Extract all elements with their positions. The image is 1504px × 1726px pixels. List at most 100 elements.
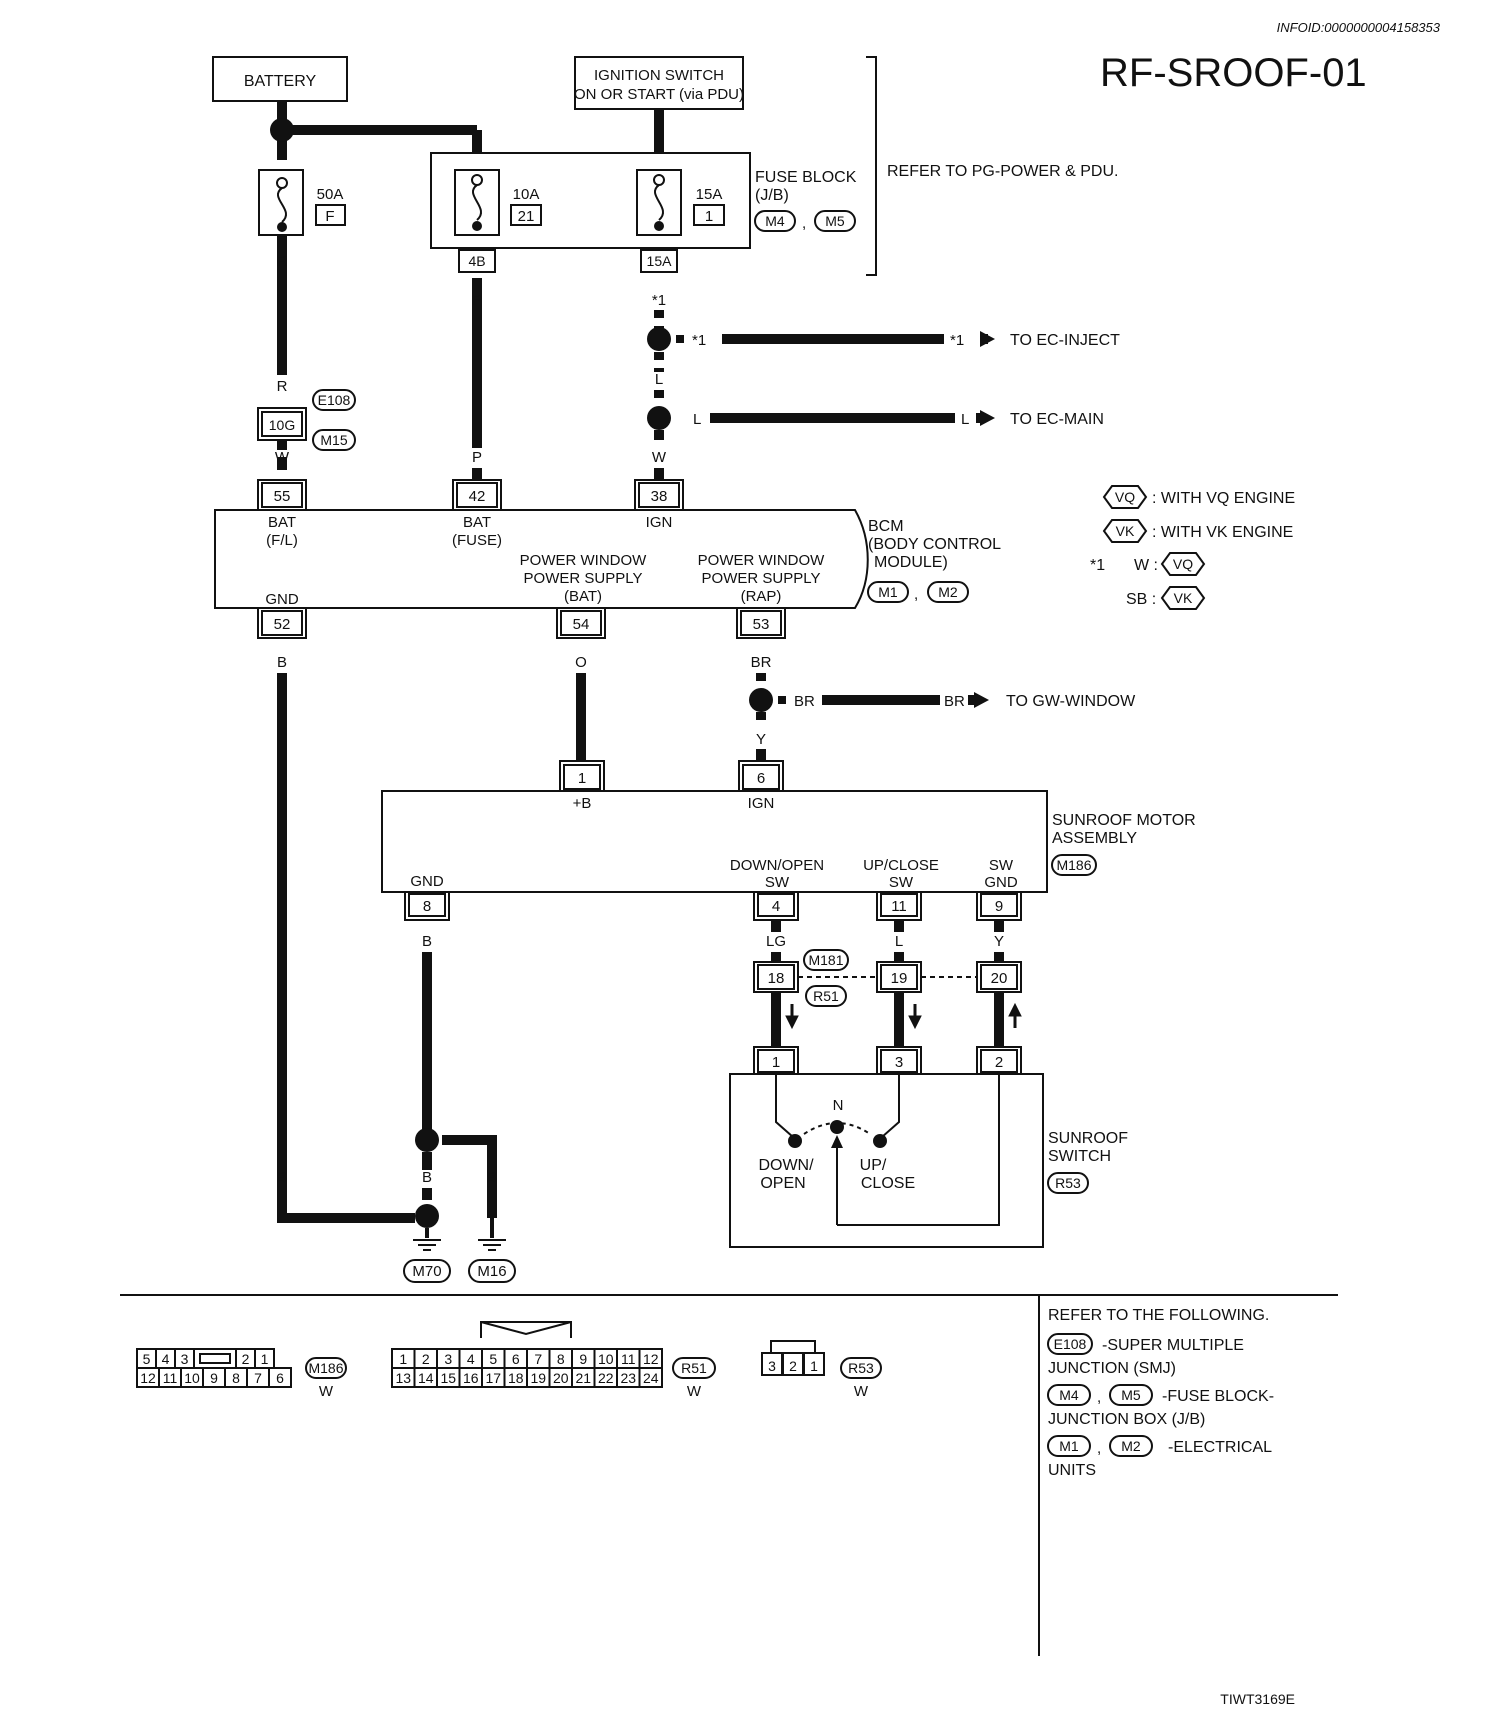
fuse-terminal-4b: 4B — [468, 253, 485, 269]
r51-pin-12: 12 — [643, 1351, 659, 1367]
bcm-pin-53: 53 — [753, 616, 770, 633]
bcm-gnd: GND — [265, 591, 299, 608]
bcm-pin-55: 55 — [274, 488, 291, 505]
motor-up-close-line1: UP/CLOSE — [863, 857, 939, 874]
legend-vk-text: : WITH VK ENGINE — [1152, 524, 1293, 541]
wire-label-b-left: B — [277, 1169, 287, 1186]
r51-pin-2: 2 — [422, 1351, 430, 1367]
reference-m5: M5 — [1121, 1387, 1141, 1403]
fuse-10a-amp: 10A — [513, 186, 540, 203]
legend-vq-text: : WITH VQ ENGINE — [1152, 490, 1295, 507]
reference-heading: REFER TO THE FOLLOWING. — [1048, 1307, 1269, 1324]
switch-name-line2: SWITCH — [1048, 1148, 1111, 1165]
bcm-pw-bat-line2: POWER SUPPLY — [524, 570, 643, 587]
bcm-bat-fl-line2: (F/L) — [266, 532, 298, 549]
mid-pin-18: 18 — [768, 970, 785, 987]
bcm-conn-m1: M1 — [878, 584, 898, 600]
bcm-bat-fuse-line2: (FUSE) — [452, 532, 502, 549]
branch-ec-inject: TO EC-INJECT — [1010, 332, 1120, 349]
wire-label-p-bat: P — [472, 449, 482, 466]
wire-label-b-motor: B — [422, 933, 432, 950]
junction-conn-e108: E108 — [318, 392, 351, 408]
switch-pin-3: 3 — [895, 1054, 903, 1071]
wire-label-br-gw-b: BR — [944, 693, 965, 710]
wire-label-l-mid: L — [655, 371, 663, 388]
motor-pins-top: 1 6 — [559, 760, 784, 792]
motor-pin-11: 11 — [891, 898, 907, 915]
bcm-pw-rap-line1: POWER WINDOW — [698, 552, 825, 569]
r51-pin-13: 13 — [395, 1370, 411, 1386]
power-wires — [277, 101, 664, 470]
m186-pin-4: 4 — [162, 1351, 170, 1367]
m186-pin-11: 11 — [163, 1370, 178, 1386]
switch-name-line1: SUNROOF — [1048, 1130, 1128, 1147]
legend-sb-tag: VK — [1174, 590, 1193, 606]
info-id: INFOID:0000000004158353 — [1277, 20, 1441, 35]
r51-pin-7: 7 — [534, 1351, 542, 1367]
reference-m4m5-separator: , — [1097, 1389, 1101, 1406]
battery-label: BATTERY — [244, 73, 317, 90]
wire-label-p-top: P — [472, 292, 482, 309]
motor-up-close-line2: SW — [889, 874, 914, 891]
reference-m1: M1 — [1059, 1438, 1079, 1454]
bcm-pw-bat-line3: (BAT) — [564, 588, 602, 605]
r51-pin-24-cell — [638, 1367, 663, 1388]
wire-label-star1-inject-a: *1 — [692, 332, 706, 349]
m186-pin-10: 10 — [184, 1370, 200, 1386]
m186-pin-9: 9 — [210, 1370, 218, 1386]
refer-pg-power: REFER TO PG-POWER & PDU. — [887, 163, 1118, 180]
junction-pin-10g: 10G — [269, 417, 295, 433]
r51-pin-24: 24 — [643, 1370, 659, 1386]
r51-pin-18: 18 — [508, 1370, 524, 1386]
ec-main-splice — [647, 406, 671, 430]
sunroof-switch: N DOWN/ OPEN UP/ CLOSE — [729, 1073, 1044, 1248]
motor-down-open-line1: DOWN/OPEN — [730, 857, 824, 874]
fuse-block-label-line2: (J/B) — [755, 187, 789, 204]
m186-pin-6-cell — [268, 1367, 292, 1388]
r51-pin-10: 10 — [598, 1351, 614, 1367]
r51-pin-3: 3 — [444, 1351, 452, 1367]
r51-pin-8: 8 — [557, 1351, 565, 1367]
fuse-50a-amp: 50A — [317, 186, 344, 203]
connector-view-r51-latch — [480, 1321, 572, 1338]
m186-pin-5: 5 — [143, 1351, 151, 1367]
bcm-pin-52: 52 — [274, 616, 291, 633]
mid-conn-m181: M181 — [808, 952, 843, 968]
fuse-15a-id: 1 — [705, 208, 713, 225]
wire-label-l-sw: L — [895, 933, 903, 950]
wire-label-l-ec-main-a: L — [693, 411, 701, 428]
bcm-conn-m2: M2 — [938, 584, 958, 600]
mid-pin-20: 20 — [991, 970, 1008, 987]
fuse-block-conn-m5: M5 — [825, 213, 845, 229]
fuse-block-label-line1: FUSE BLOCK — [755, 169, 857, 186]
m186-pin-3: 3 — [181, 1351, 189, 1367]
legend-sb-label: SB : — [1126, 591, 1156, 608]
wire-label-br-gw-a: BR — [794, 693, 815, 710]
figure-code: TIWT3169E — [1220, 1691, 1295, 1707]
wire-label-br-top: BR — [751, 654, 772, 671]
wire-label-o: O — [575, 654, 587, 671]
reference-e108-line1: -SUPER MULTIPLE — [1102, 1337, 1244, 1354]
r51-pin-4: 4 — [467, 1351, 475, 1367]
motor-pin-8: 8 — [423, 898, 431, 915]
bcm-pw-rap-line2: POWER SUPPLY — [702, 570, 821, 587]
bcm-module: BAT (F/L) BAT (FUSE) IGN POWER WINDOW PO… — [214, 509, 869, 609]
motor-ign: IGN — [748, 795, 775, 812]
bcm-pw-bat-line1: POWER WINDOW — [520, 552, 647, 569]
switch-neutral: N — [833, 1097, 844, 1114]
fuse-15a-amp: 15A — [696, 186, 723, 203]
bcm-pins-bottom: 52 54 53 — [257, 607, 786, 639]
ignition-switch-source: IGNITION SWITCH ON OR START (via PDU) — [574, 56, 744, 110]
ground-splice — [415, 1204, 439, 1228]
motor-sw-gnd-line1: SW — [989, 857, 1014, 874]
sunroof-motor-assembly: +B IGN GND DOWN/OPEN SW UP/CLOSE SW SW G… — [381, 790, 1048, 893]
wire-label-star1-top: *1 — [652, 292, 666, 309]
m186-pin-1: 1 — [261, 1351, 269, 1367]
r53-pin-1: 1 — [810, 1358, 818, 1374]
connector-view-m186-color: W — [319, 1383, 334, 1400]
reference-e108-line2: JUNCTION (SMJ) — [1048, 1360, 1176, 1377]
m186-pin-8: 8 — [232, 1370, 240, 1386]
